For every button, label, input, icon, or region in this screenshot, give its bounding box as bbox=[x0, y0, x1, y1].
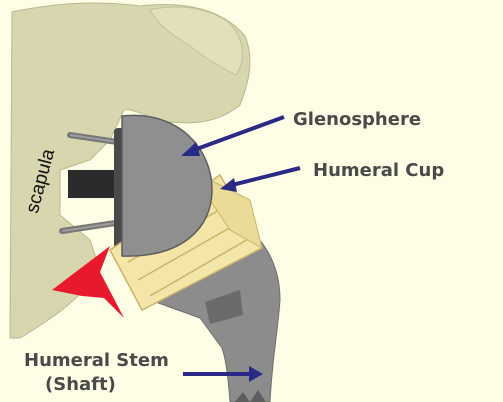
humeral-stem-sublabel: (Shaft) bbox=[45, 374, 116, 395]
glenosphere-label: Glenosphere bbox=[293, 109, 421, 130]
humeral-stem-label: Humeral Stem bbox=[24, 350, 169, 371]
baseplate-peg-icon bbox=[68, 170, 120, 198]
humeral-cup-label: Humeral Cup bbox=[313, 160, 444, 181]
